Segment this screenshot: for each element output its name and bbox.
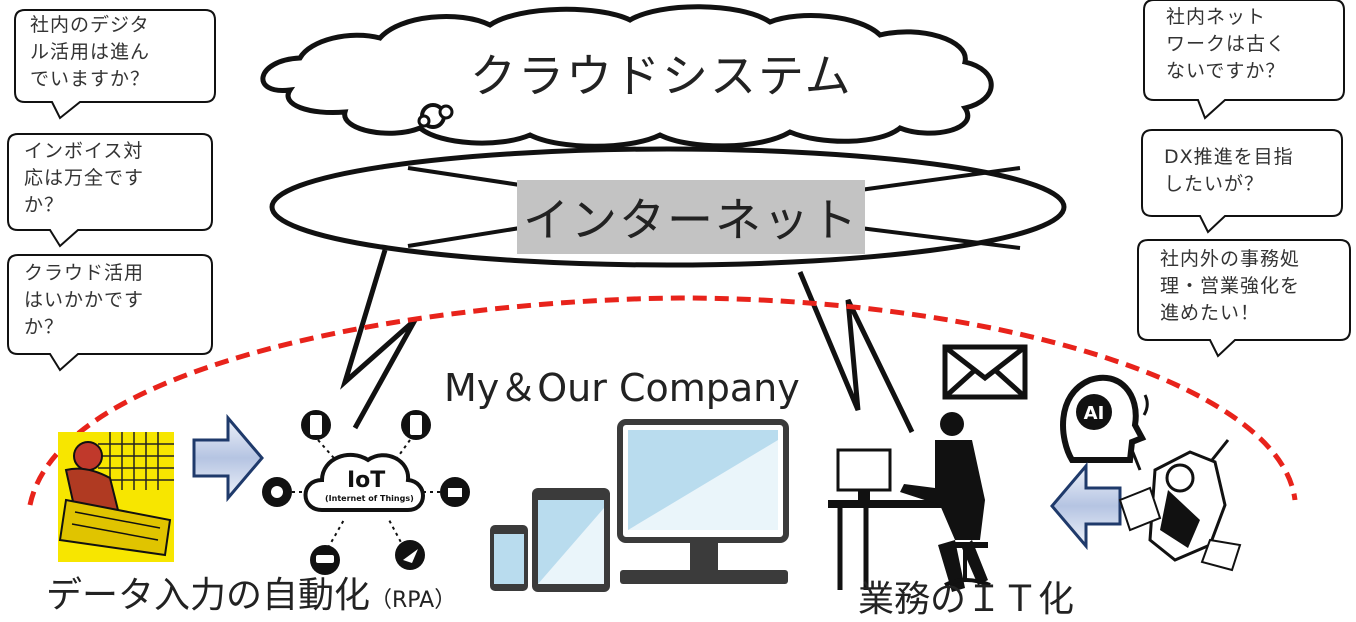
bubble-left-3 xyxy=(7,254,213,372)
bubble-left-3-text: クラウド活用 はいかかです か？ xyxy=(24,262,145,338)
bubble-right-3-text: 社内外の事務処 理・営業強化を 進めたい！ xyxy=(1160,248,1301,324)
business-it-label: 業務のＩＴ化 xyxy=(858,579,1075,620)
ai-head-icon: AI xyxy=(1060,374,1149,463)
iot-title: IoT xyxy=(347,468,386,493)
bubble-left-2-text: インボイス対 応は万全です か？ xyxy=(24,140,145,216)
lightning-link-right xyxy=(797,271,915,434)
arrow-right-icon xyxy=(192,413,264,503)
ai-text: AI xyxy=(1084,403,1105,424)
bubble-right-2 xyxy=(1141,129,1343,234)
data-entry-automation-text: データ入力の自動化 xyxy=(46,575,371,616)
bubble-right-3 xyxy=(1137,239,1351,358)
devices-illustration xyxy=(490,419,789,592)
rpa-suffix: （RPA） xyxy=(370,588,457,613)
bubble-left-2 xyxy=(7,133,213,248)
iot-subtitle: (Internet of Things) xyxy=(325,494,414,503)
bubble-right-2-text: DX推進を目指 したいが？ xyxy=(1164,146,1294,195)
office-worker-illustration xyxy=(828,412,991,592)
arrow-left-icon xyxy=(1050,461,1122,551)
bubble-left-1 xyxy=(14,9,216,120)
company-label: My＆Our Company xyxy=(444,366,800,410)
bubble-right-1-text: 社内ネット ワークは古く ないですか？ xyxy=(1166,6,1287,82)
cloud-system-label: クラウドシステム xyxy=(470,49,853,103)
bubble-left-1-text: 社内のデジタ ル活用は進ん でいますか？ xyxy=(30,14,151,90)
mail-icon xyxy=(942,344,1028,400)
internet-label: インターネット xyxy=(517,180,865,254)
data-entry-worker-illustration xyxy=(58,432,174,562)
lightning-link-left xyxy=(340,249,418,430)
company-boundary-arc xyxy=(27,295,1298,506)
data-entry-automation-label: データ入力の自動化（RPA） xyxy=(46,566,456,618)
cloud-shape xyxy=(260,4,994,149)
bubble-right-1 xyxy=(1143,0,1345,120)
busy-businessman-illustration xyxy=(1118,439,1242,572)
iot-cluster xyxy=(262,410,470,575)
